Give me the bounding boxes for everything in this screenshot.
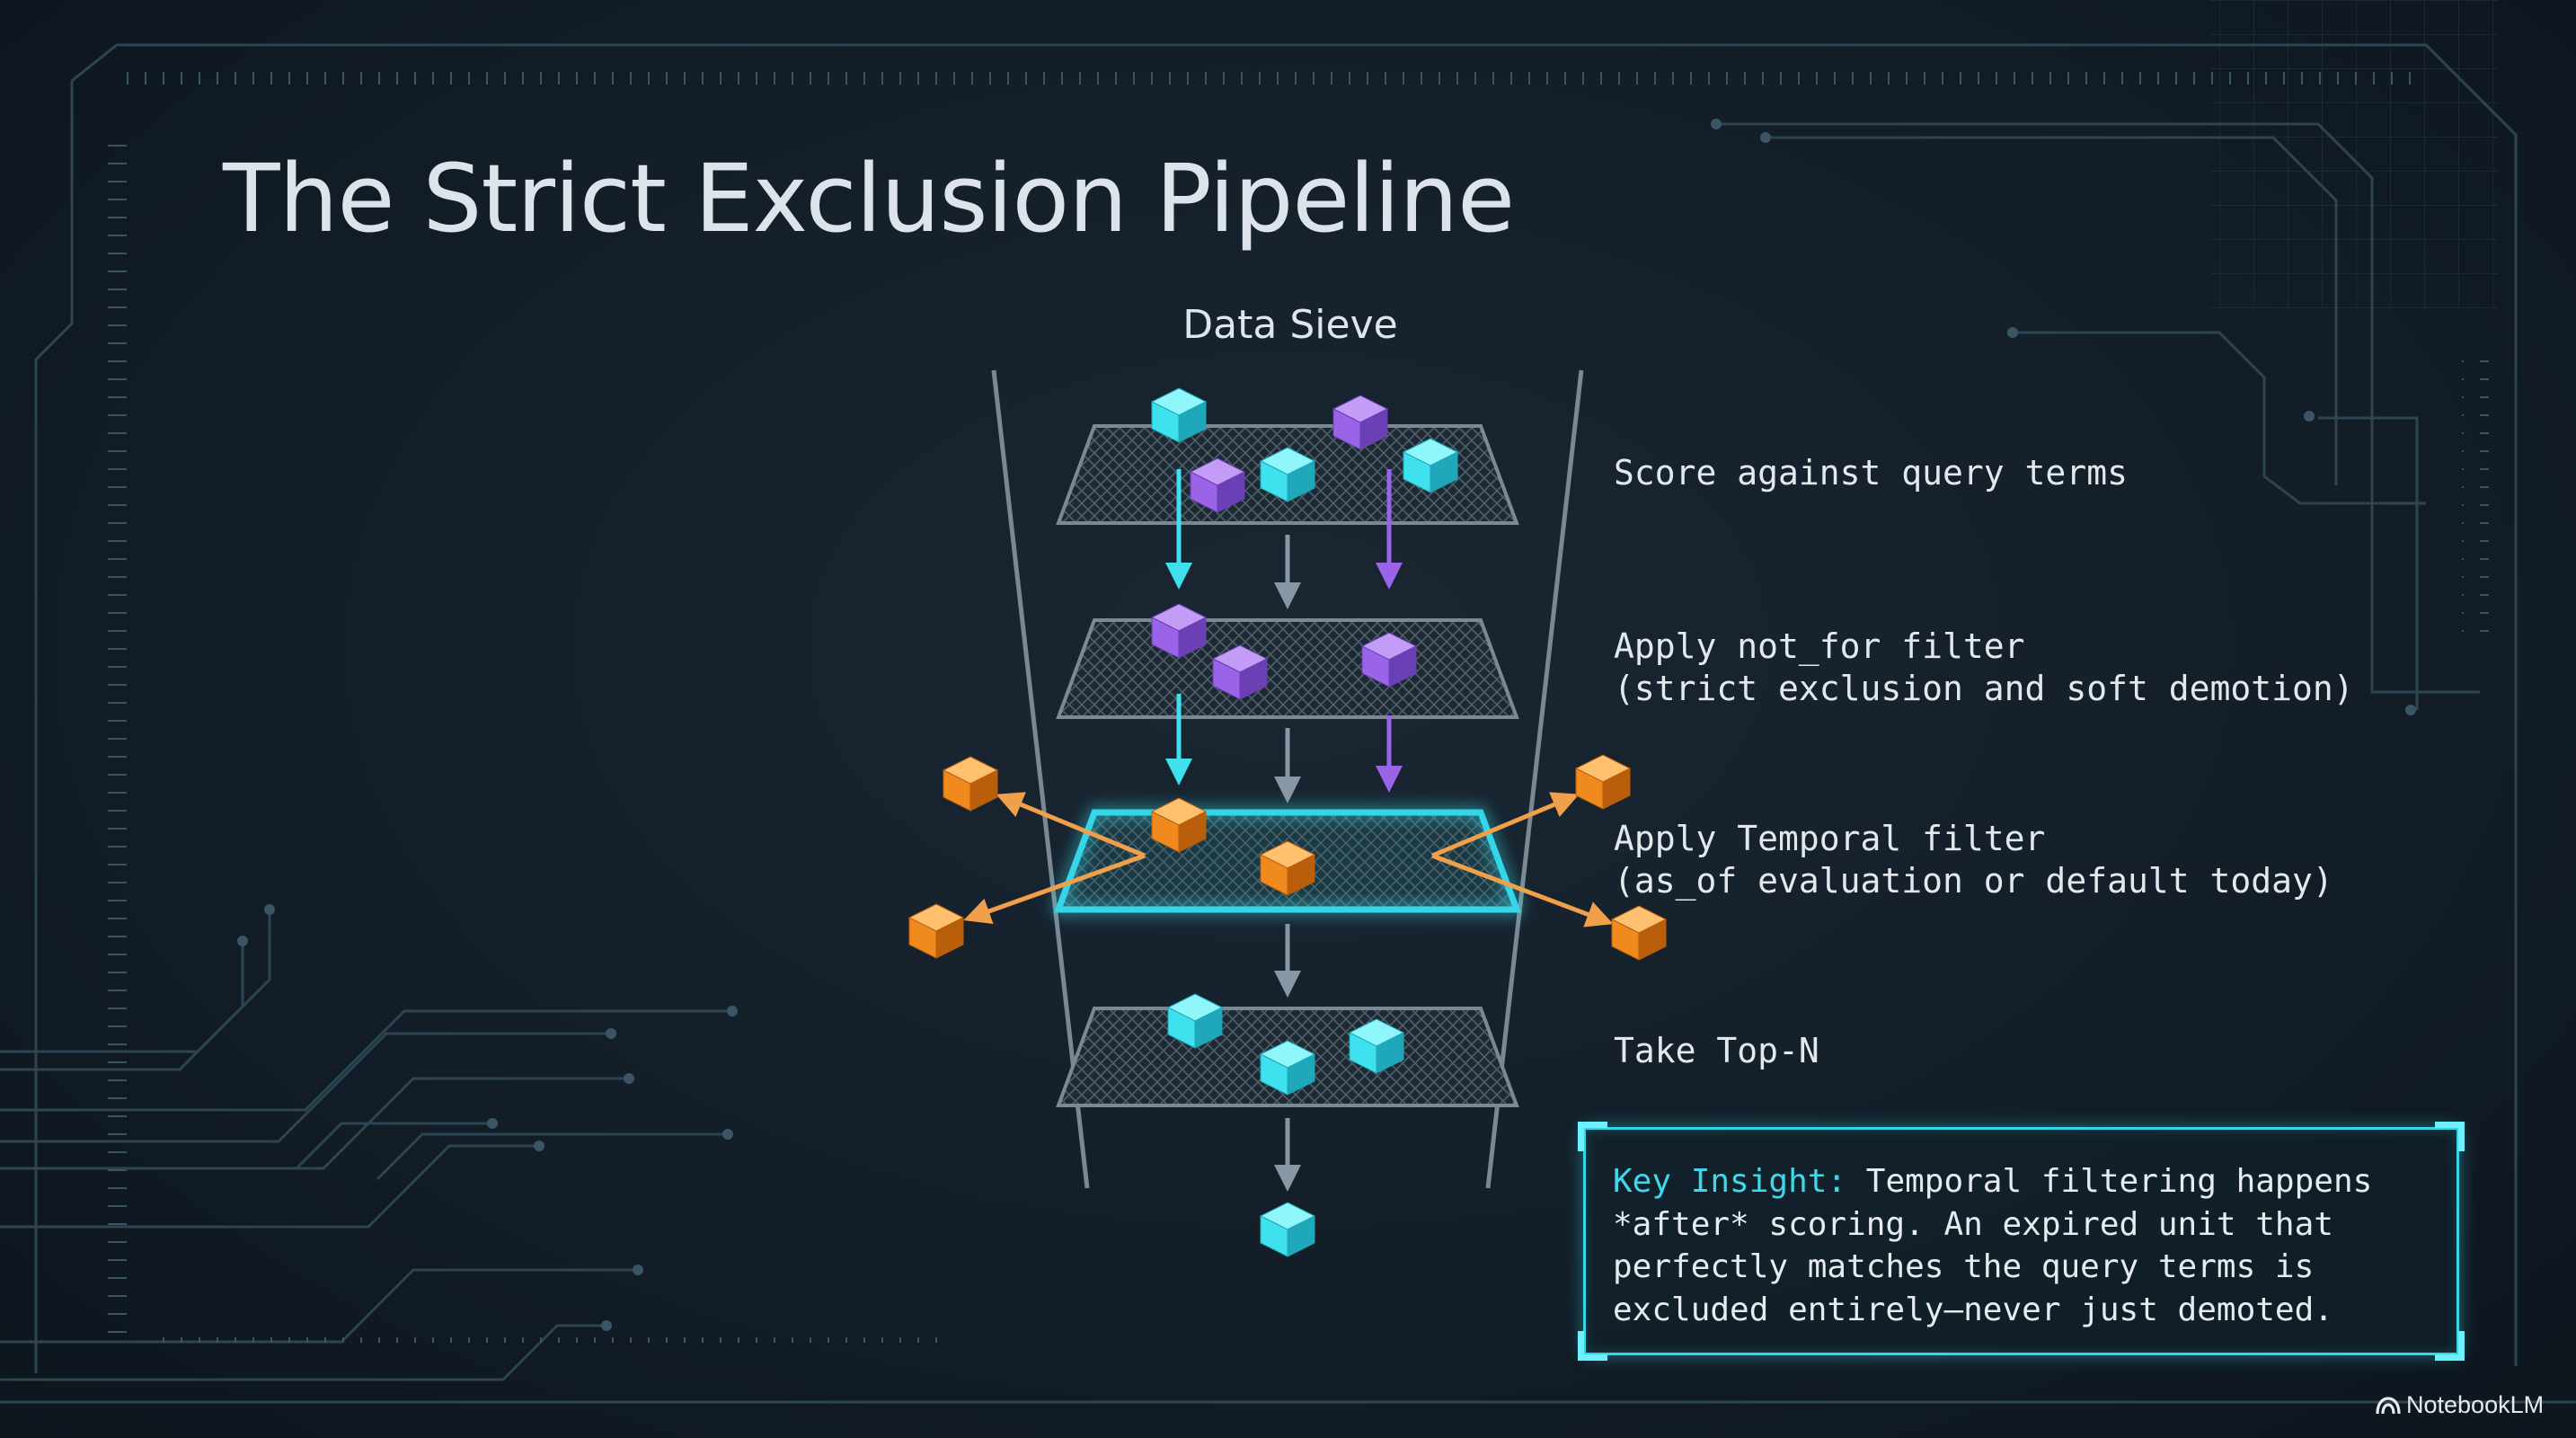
purple-cube-icon [1150, 603, 1208, 659]
reject-arrow [963, 853, 1146, 925]
corner-bracket [2435, 1331, 2465, 1361]
key-insight-box: Key Insight: Temporal filtering happens … [1578, 1122, 2465, 1361]
step-label-score: Score against query terms [1614, 453, 2128, 493]
step-label-not-for: Apply not_for filter (strict exclusion a… [1614, 626, 2354, 708]
cyan-cube-icon [1166, 993, 1224, 1049]
key-insight-text: *after* scoring. An expired unit that [1613, 1205, 2333, 1243]
orange-cube-icon [1610, 905, 1668, 961]
step-label-top-n: Take Top-N [1614, 1031, 1819, 1070]
corner-bracket [1578, 1331, 1607, 1361]
page-title: The Strict Exclusion Pipeline [223, 144, 1515, 253]
orange-cube-icon [1574, 754, 1632, 810]
purple-cube-icon [1211, 644, 1269, 700]
key-insight-text: excluded entirely—never just demoted. [1613, 1291, 2333, 1328]
key-insight-text: Temporal filtering happens [1846, 1163, 2373, 1200]
purple-cube-icon [1332, 395, 1389, 450]
notebooklm-logo-icon [2376, 1397, 2401, 1415]
key-insight-label: Key Insight: [1613, 1163, 1847, 1200]
data-sieve-label: Data Sieve [1182, 302, 1398, 348]
purple-cube-icon [1360, 632, 1418, 688]
purple-cube-icon [1189, 457, 1246, 513]
orange-cube-icon [1259, 840, 1316, 896]
orange-cube-icon [942, 756, 999, 812]
brand: NotebookLM [2376, 1391, 2544, 1419]
corner-bracket [2435, 1122, 2465, 1151]
cyan-cube-icon [1259, 1040, 1316, 1096]
filter-layer-not-for [1056, 618, 1519, 719]
orange-cube-icon [1150, 797, 1208, 853]
cyan-cube-icon [1259, 447, 1316, 502]
cyan-cube-icon [1402, 438, 1459, 493]
sieve-wall-right [1485, 369, 1584, 1189]
reject-arrow [996, 792, 1146, 858]
corner-bracket [1578, 1122, 1607, 1151]
sieve-wall-left [991, 369, 1090, 1189]
cyan-cube-icon [1348, 1018, 1405, 1074]
cyan-cube-icon [1259, 1202, 1316, 1257]
key-insight-text: perfectly matches the query terms is [1613, 1248, 2315, 1285]
orange-cube-icon [907, 903, 965, 959]
brand-name: NotebookLM [2406, 1391, 2545, 1418]
step-label-temporal: Apply Temporal filter (as_of evaluation … [1614, 819, 2333, 901]
cyan-cube-icon [1150, 387, 1208, 443]
reject-arrow [1431, 792, 1580, 858]
reject-arrow [1431, 853, 1614, 928]
